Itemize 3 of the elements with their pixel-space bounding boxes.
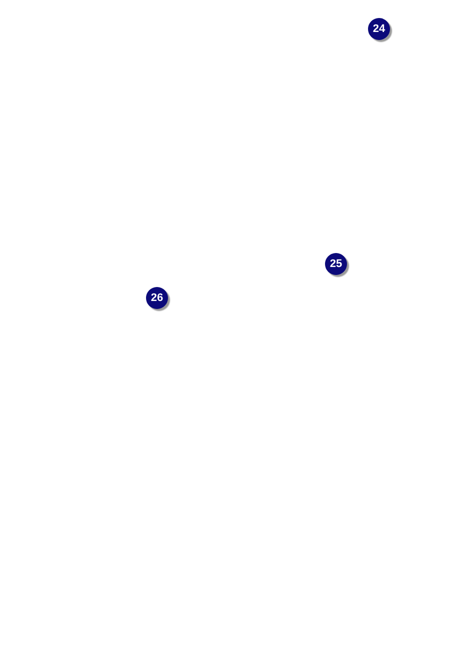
- callout-number: 26: [146, 287, 168, 309]
- callout-number: 25: [325, 253, 347, 275]
- callout-number: 24: [368, 18, 390, 40]
